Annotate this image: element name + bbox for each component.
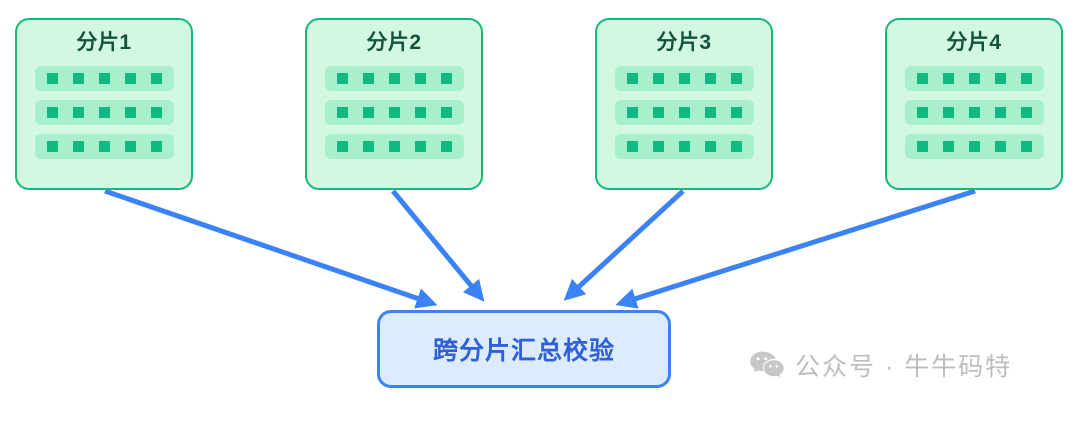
shard-title: 分片1	[76, 31, 132, 54]
shard-row-group	[307, 66, 481, 160]
shard-title: 分片3	[656, 31, 712, 54]
arrow-shard1-to-aggregate	[104, 188, 438, 309]
shard-node-3[interactable]: 分片3	[595, 18, 773, 190]
shard-data-row	[324, 134, 464, 160]
data-cell	[440, 73, 452, 85]
data-cell	[942, 141, 954, 153]
data-cell	[652, 73, 664, 85]
shard-data-row	[34, 66, 174, 92]
data-cell	[626, 73, 638, 85]
data-cell	[46, 141, 58, 153]
data-cell	[704, 141, 716, 153]
data-cell	[414, 107, 426, 119]
aggregate-node[interactable]: 跨分片汇总校验	[377, 310, 671, 388]
data-cell	[704, 73, 716, 85]
data-cell	[150, 107, 162, 119]
data-cell	[46, 107, 58, 119]
data-cell	[652, 141, 664, 153]
data-cell	[362, 107, 374, 119]
data-cell	[150, 141, 162, 153]
data-cell	[98, 141, 110, 153]
data-cell	[1020, 73, 1032, 85]
data-cell	[968, 73, 980, 85]
data-cell	[704, 107, 716, 119]
arrow-shard4-to-aggregate	[615, 188, 976, 309]
data-cell	[388, 73, 400, 85]
shard-data-row	[34, 100, 174, 126]
data-cell	[124, 73, 136, 85]
data-cell	[336, 73, 348, 85]
shard-data-row	[904, 100, 1044, 126]
data-cell	[98, 73, 110, 85]
shard-data-row	[614, 66, 754, 92]
data-cell	[652, 107, 664, 119]
shard-data-row	[34, 134, 174, 160]
watermark-text: 公众号 · 牛牛码特	[795, 353, 1013, 381]
shard-data-row	[324, 100, 464, 126]
watermark: 公众号 · 牛牛码特	[750, 347, 1012, 383]
data-cell	[72, 141, 84, 153]
data-cell	[72, 73, 84, 85]
shard-data-row	[904, 66, 1044, 92]
data-cell	[150, 73, 162, 85]
data-cell	[1020, 141, 1032, 153]
data-cell	[994, 107, 1006, 119]
data-cell	[916, 73, 928, 85]
data-cell	[72, 107, 84, 119]
data-cell	[994, 73, 1006, 85]
shard-data-row	[904, 134, 1044, 160]
data-cell	[336, 141, 348, 153]
data-cell	[730, 141, 742, 153]
wechat-icon	[750, 351, 784, 377]
data-cell	[336, 107, 348, 119]
data-cell	[414, 141, 426, 153]
shard-node-1[interactable]: 分片1	[15, 18, 193, 190]
arrow-shard2-to-aggregate	[391, 189, 485, 302]
data-cell	[916, 107, 928, 119]
shard-data-row	[324, 66, 464, 92]
data-cell	[730, 73, 742, 85]
shard-node-2[interactable]: 分片2	[305, 18, 483, 190]
arrow-shard3-to-aggregate	[563, 189, 685, 301]
shard-title: 分片4	[946, 31, 1002, 54]
data-cell	[994, 141, 1006, 153]
data-cell	[678, 73, 690, 85]
shard-row-group	[17, 66, 191, 160]
aggregate-label: 跨分片汇总校验	[432, 337, 615, 365]
data-cell	[968, 107, 980, 119]
data-cell	[1020, 107, 1032, 119]
shard-row-group	[887, 66, 1061, 160]
data-cell	[46, 73, 58, 85]
data-cell	[968, 141, 980, 153]
shard-row-group	[597, 66, 771, 160]
data-cell	[362, 141, 374, 153]
data-cell	[414, 73, 426, 85]
data-cell	[362, 73, 374, 85]
data-cell	[440, 107, 452, 119]
data-cell	[942, 73, 954, 85]
shard-node-4[interactable]: 分片4	[885, 18, 1063, 190]
data-cell	[916, 141, 928, 153]
data-cell	[626, 107, 638, 119]
shard-title: 分片2	[366, 31, 422, 54]
data-cell	[98, 107, 110, 119]
data-cell	[730, 107, 742, 119]
data-cell	[678, 107, 690, 119]
data-cell	[124, 141, 136, 153]
data-cell	[678, 141, 690, 153]
shard-data-row	[614, 134, 754, 160]
data-cell	[388, 141, 400, 153]
data-cell	[388, 107, 400, 119]
data-cell	[942, 107, 954, 119]
data-cell	[124, 107, 136, 119]
shard-data-row	[614, 100, 754, 126]
data-cell	[626, 141, 638, 153]
data-cell	[440, 141, 452, 153]
